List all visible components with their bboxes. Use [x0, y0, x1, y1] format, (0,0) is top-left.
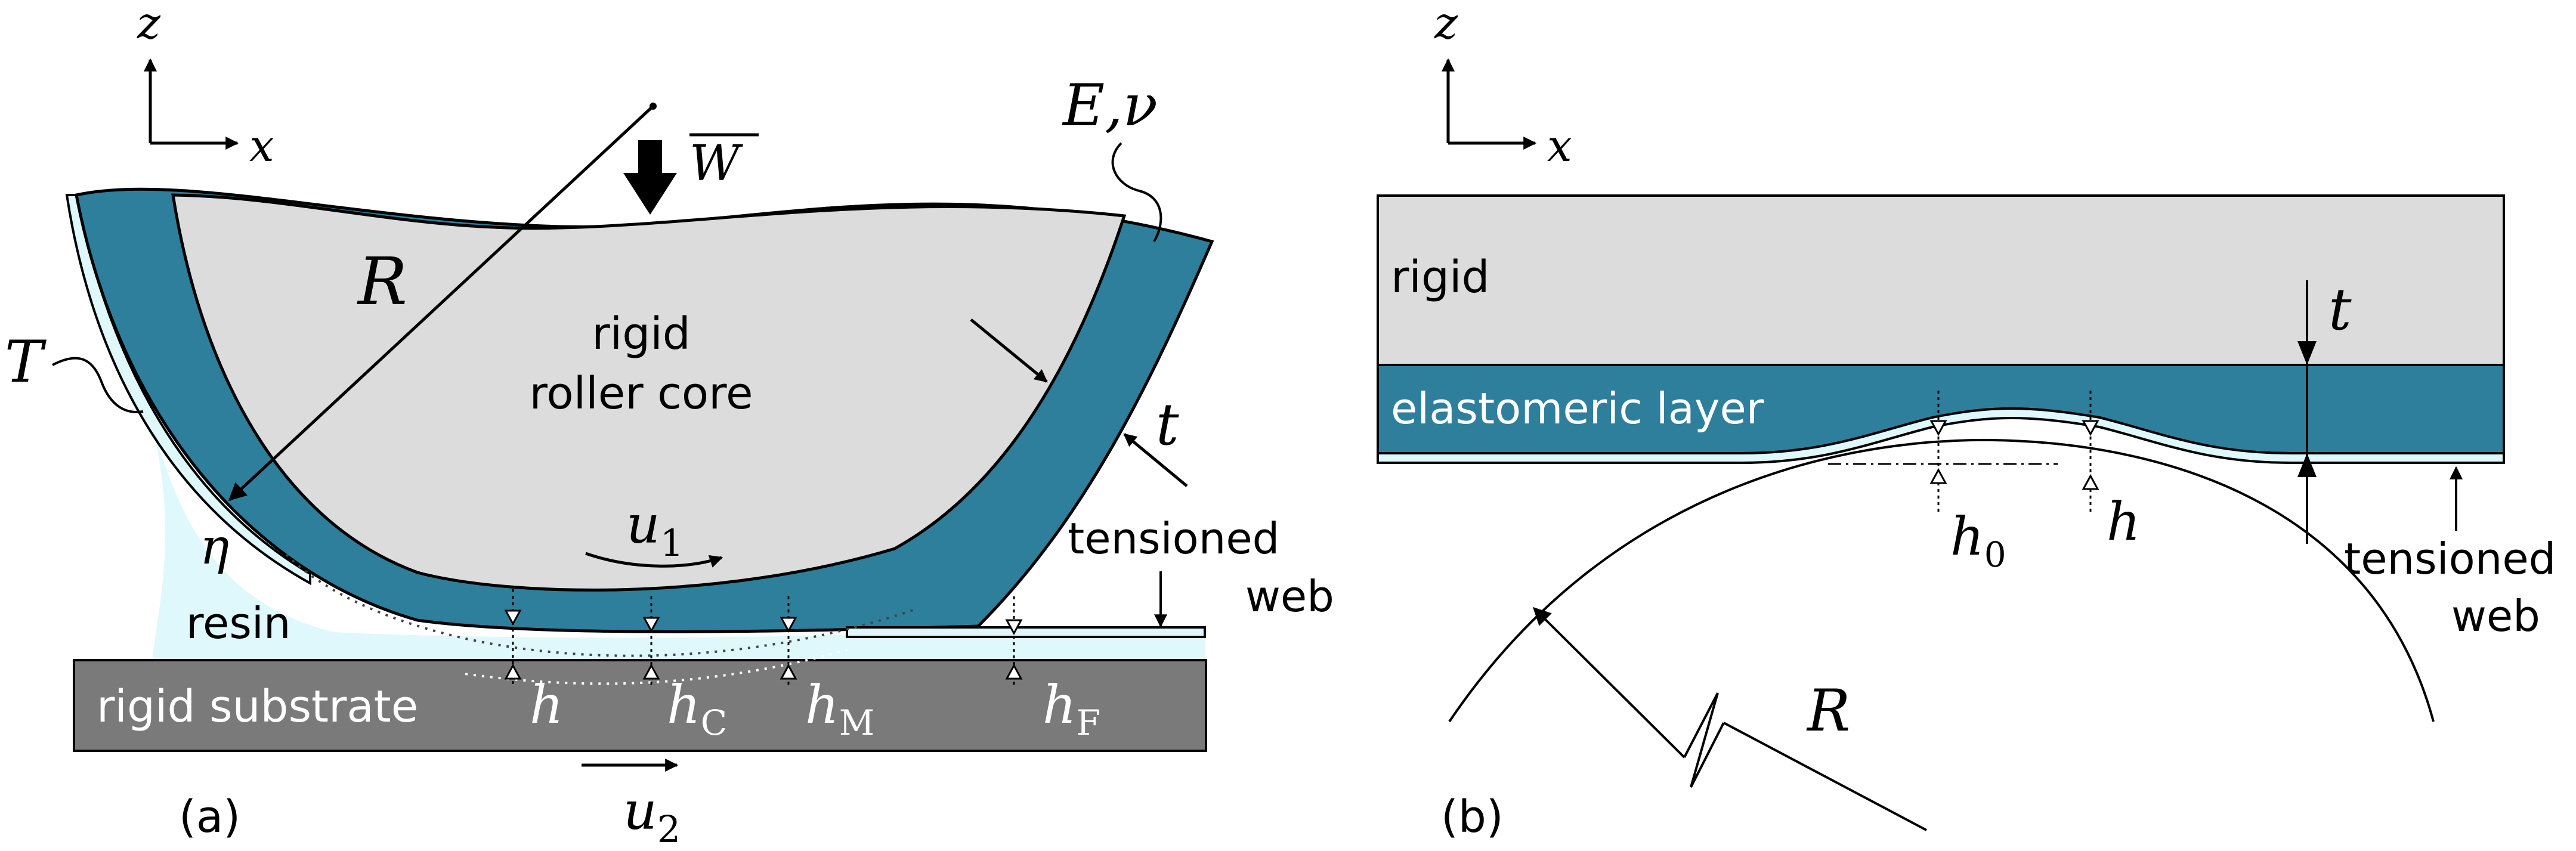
core-label-line2: roller core — [530, 368, 753, 419]
web-label-b-line2: web — [2451, 591, 2540, 641]
gap-label-hc: hC — [667, 674, 727, 743]
roller-core — [171, 193, 1127, 592]
speed-arrow-top — [585, 552, 723, 568]
resin-label: resin — [186, 598, 290, 648]
rigid-label-b: rigid — [1391, 252, 1490, 303]
viscosity-label: η — [200, 519, 229, 575]
gap-label-hm: hM — [805, 674, 874, 743]
axis-x-label-b: x — [1547, 120, 1572, 172]
core-label-line1: rigid — [592, 308, 691, 360]
speed-label-bottom: u2 — [623, 780, 681, 851]
axis-z-label: z — [137, 0, 161, 49]
thickness-label-a: t — [1156, 391, 1179, 458]
load-arrow — [623, 140, 677, 215]
substrate-label: rigid substrate — [97, 681, 418, 732]
gap-label-hf: hF — [1043, 674, 1100, 743]
modulus-label: E,ν — [1062, 72, 1158, 139]
thickness-label-b: t — [2328, 276, 2352, 343]
web-label-a-line1: tensioned — [1068, 513, 1279, 564]
radius-line-b-2 — [1723, 722, 1927, 831]
radius-label-a: R — [357, 243, 407, 320]
axis-z-label-b: z — [1434, 0, 1458, 49]
axis-x-label: x — [249, 120, 274, 172]
web-strip-a — [846, 626, 1206, 638]
gap-triangles-b — [1929, 420, 2099, 490]
thickness-arrow-upper — [970, 318, 1048, 383]
thickness-arrow-top-b — [2297, 341, 2317, 365]
gap-markers-b — [1937, 391, 2092, 513]
caption-a: (a) — [179, 791, 240, 843]
roller-arc-b — [1448, 438, 2435, 723]
layer-label-b: elastomeric layer — [1391, 383, 1764, 434]
rigid-block-b — [1377, 194, 2505, 366]
gap-label-h-b: h — [2107, 491, 2141, 552]
web-label-b-line1: tensioned — [2344, 534, 2556, 584]
thickness-arrow-bot-b — [2297, 453, 2317, 477]
load-label: W — [689, 135, 743, 192]
gap-triangles-a — [504, 609, 1023, 680]
radius-label-b: R — [1806, 677, 1850, 744]
caption-b: (b) — [1441, 791, 1504, 843]
radius-break — [1683, 692, 1725, 788]
roller-center — [650, 103, 657, 110]
radius-line-a — [228, 105, 654, 502]
thickness-arrow-lower — [1123, 433, 1188, 487]
gap-label-h-a: h — [530, 674, 564, 735]
axes-a — [144, 58, 239, 150]
tension-leader — [52, 357, 144, 413]
undeformed-profile — [285, 553, 919, 657]
speed-label-top: u1 — [626, 494, 684, 565]
web-film-b — [1377, 407, 2505, 464]
panel-b: z x rigid elastomeric layer h0 h — [1377, 0, 2556, 843]
axes-b — [1442, 58, 1537, 150]
radius-line-b-1 — [1532, 606, 1686, 759]
gap-label-h0: h0 — [1950, 506, 2006, 575]
panel-a: z x rigid substrate R W E,ν rigid roller — [5, 0, 1334, 851]
modulus-leader — [1111, 142, 1162, 242]
web-label-a-line2: web — [1245, 571, 1334, 621]
tension-label: T — [5, 329, 47, 395]
